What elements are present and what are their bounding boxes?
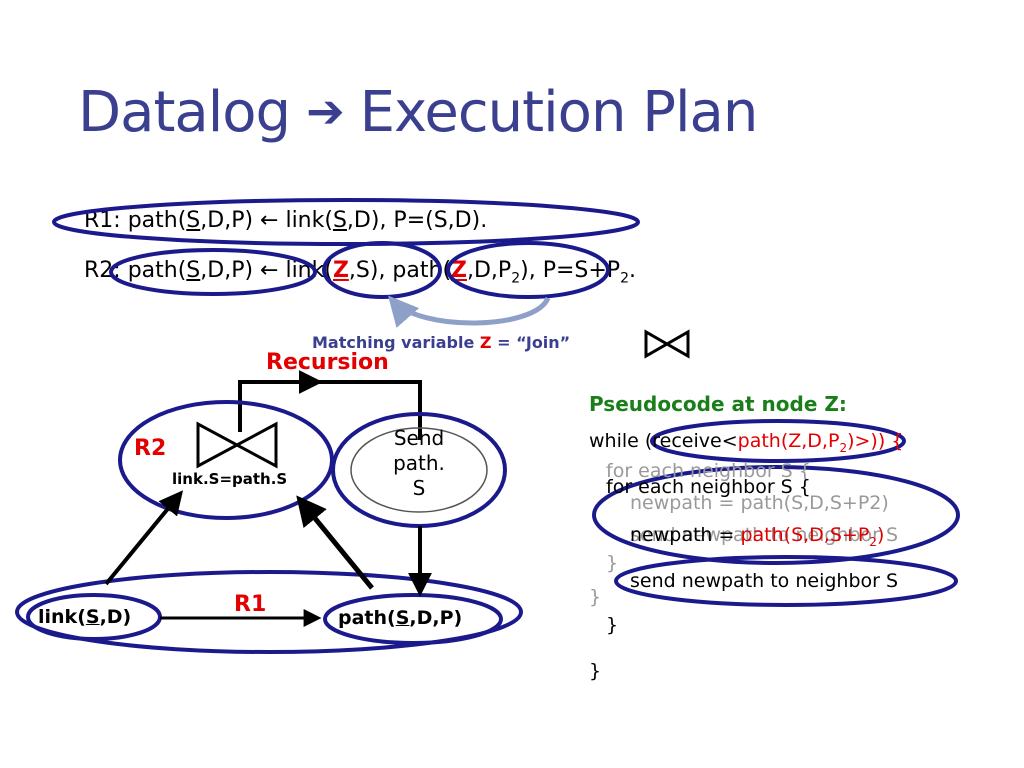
rule-r1-s: S (186, 208, 201, 233)
send-line-1: Send (393, 426, 445, 450)
join-symbol-icon (644, 329, 690, 359)
pseudocode-heading: Pseudocode at node Z: (589, 392, 847, 416)
join-curve-arrow (388, 295, 551, 328)
ellipse-r2-head (109, 248, 317, 296)
link-node-label: link(S,D) (38, 606, 131, 628)
pseudo-send: send newpath to neighbor S (630, 570, 899, 592)
send-line-3: S (412, 476, 426, 500)
r2-join-node (118, 400, 334, 520)
r1-label: R1 (234, 592, 267, 617)
link-node-suffix: ,D) (99, 606, 132, 628)
send-node-inner (350, 427, 488, 513)
rule-r1: R1: path(S,D,P) ← link(S,D), P=(S,D). (84, 208, 487, 233)
path-node-suffix: ,D,P) (409, 607, 463, 629)
rule-r2-mid2: ,S), path( (348, 258, 452, 283)
ellipse-r2-link (322, 241, 442, 299)
ghost-close2: } (589, 586, 602, 608)
pseudo-newpath: newpath = path(S,D,S+P2) (630, 524, 884, 549)
pseudo-while-b: path(Z,D,P (737, 430, 840, 452)
pseudo-while-a: while (receive< (589, 430, 738, 452)
rule-r2-dot: . (628, 258, 636, 283)
title-right: Execution Plan (359, 80, 759, 145)
pseudo-newpath-b: path(S,D,S+P (740, 524, 870, 546)
pseudo-while-c: )>)) { (847, 430, 904, 452)
ghost-close1: } (606, 552, 619, 574)
arrow-link-to-join (104, 490, 184, 586)
pseudo-while-sub: 2 (839, 440, 848, 455)
rule-r2-sub2: 2 (620, 270, 629, 287)
rule-r2-sub1: 2 (511, 270, 521, 287)
pseudo-for: for each neighbor S { (606, 476, 811, 498)
recursion-loop-arrow (238, 380, 422, 440)
r2-label: R2 (134, 436, 167, 461)
join-condition-label: link.S=path.S (172, 470, 288, 488)
matching-z: Z (479, 333, 492, 352)
matching-suffix: = “Join” (491, 333, 571, 352)
rule-r1-end: ,D), P=(S,D). (346, 208, 488, 233)
pseudo-newpath-sub: 2 (869, 534, 877, 549)
ghost-send: send newpath to neighbor S (630, 524, 899, 546)
page-title: Datalog ➔ Execution Plan (78, 80, 759, 145)
rule-r1-prefix: R1: path( (84, 208, 187, 233)
pseudo-close2: } (589, 660, 602, 682)
path-node-prefix: path( (338, 607, 396, 629)
link-node-s: S (85, 606, 100, 628)
arrow-right-icon: ➔ (306, 84, 345, 138)
path-node-s: S (395, 607, 410, 629)
path-node-label: path(S,D,P) (338, 607, 462, 629)
ellipse-loop-body (592, 465, 960, 565)
recursion-label: Recursion (266, 350, 389, 375)
ellipse-r2-path (446, 241, 610, 299)
ellipse-r1-plan (15, 570, 523, 654)
title-left: Datalog (78, 80, 291, 145)
rule-r2-s: S (186, 258, 201, 283)
pseudo-newpath-a: newpath = (630, 524, 741, 546)
pseudo-while: while (receive<path(Z,D,P2)>)) { (589, 430, 903, 455)
rule-r1-s2: S (332, 208, 347, 233)
pseudo-newpath-c: ) (876, 524, 885, 546)
send-line-2: path. (393, 451, 445, 475)
matching-prefix: Matching variable (312, 333, 480, 352)
rule-r2-mid3: ,D,P (467, 258, 512, 283)
link-node-prefix: link( (38, 606, 86, 628)
r2-bowtie-icon (196, 421, 278, 469)
ghost-for: for each neighbor S { (606, 460, 811, 482)
pseudo-close1: } (606, 614, 619, 636)
rule-r1-mid: ,D,P) ← link( (200, 208, 333, 233)
ellipse-r1-rule (52, 198, 640, 246)
ghost-newpath: newpath = path(S,D,S+P2) (630, 492, 889, 514)
arrow-path-to-join (296, 495, 374, 590)
send-node-label: Send path. S (372, 426, 466, 501)
rule-r2-z1: Z (332, 258, 349, 283)
rule-r2-prefix: R2: path( (84, 258, 187, 283)
ellipse-send (614, 555, 958, 607)
rule-r2-z2: Z (451, 258, 467, 283)
matching-variable-note: Matching variable Z = “Join” (312, 333, 570, 352)
ellipse-receive (650, 419, 906, 463)
